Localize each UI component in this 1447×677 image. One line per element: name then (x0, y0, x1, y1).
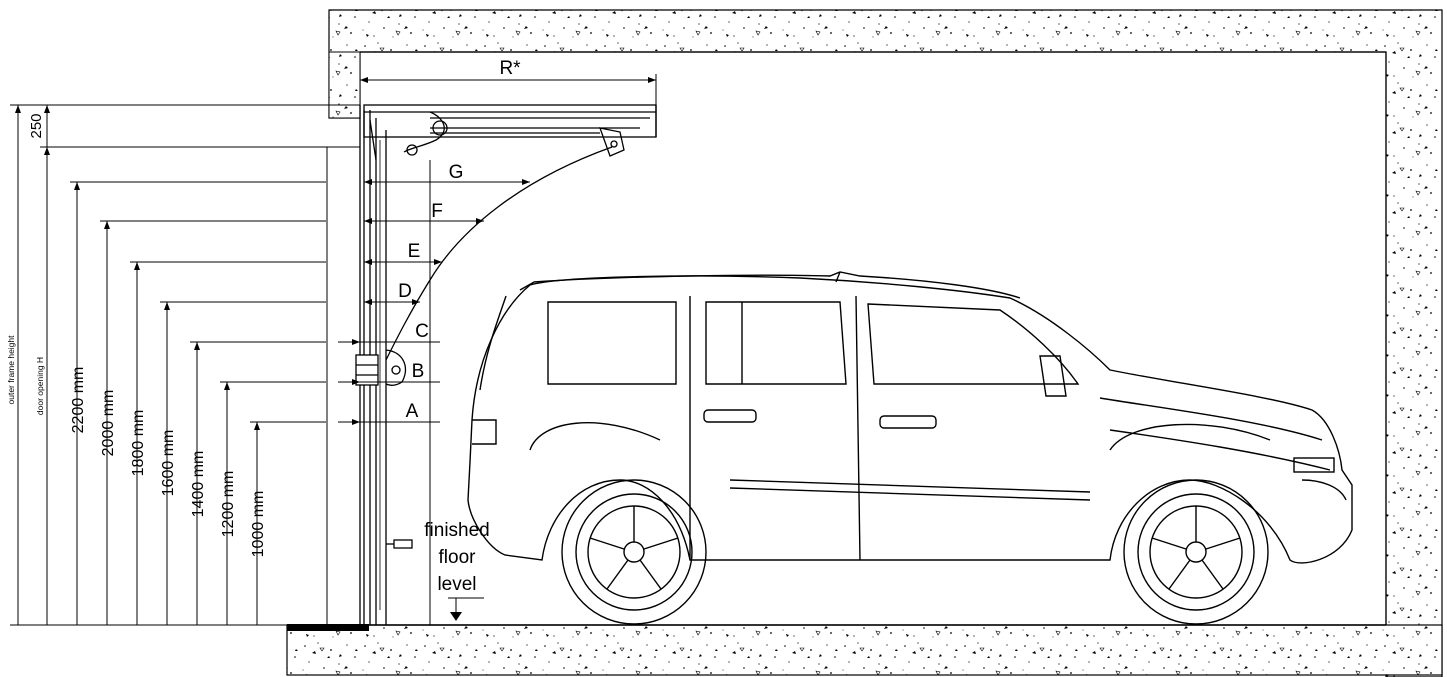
label-b: B (412, 361, 425, 382)
front-wheel (1123, 479, 1269, 625)
left-wall-stub (328, 51, 361, 119)
label-c: C (415, 321, 429, 342)
floor-slab (286, 624, 1443, 676)
floor-label-line2: floor (439, 547, 477, 568)
overhead-track (363, 104, 657, 161)
floor-level-marker (448, 597, 484, 621)
label-1000: 1000 mm (250, 491, 267, 558)
floor-label-line1: finished (424, 520, 490, 541)
label-1600: 1600 mm (160, 430, 177, 497)
label-top-gap: 250 (28, 113, 45, 138)
label-g: G (449, 162, 464, 183)
floor-label-line3: level (437, 574, 476, 595)
height-reference-lines (10, 104, 360, 626)
vertical-dimension-lines (17, 105, 258, 625)
vertical-arrowheads (15, 105, 260, 430)
label-outer-frame-height: outer frame height (6, 335, 16, 405)
ceiling-and-wall-slab (328, 9, 1443, 677)
label-2200: 2200 mm (70, 367, 87, 434)
label-door-opening: door opening H (35, 357, 45, 415)
label-a: A (406, 401, 419, 422)
rear-wheel (561, 479, 707, 625)
label-1200: 1200 mm (220, 471, 237, 538)
label-r: R* (499, 58, 521, 79)
label-1800: 1800 mm (130, 410, 147, 477)
door-sweep-curve (385, 146, 613, 361)
label-f: F (431, 201, 443, 222)
label-e: E (408, 241, 421, 262)
suv-illustration (467, 271, 1353, 564)
label-1400: 1400 mm (190, 451, 207, 518)
label-d: D (398, 281, 412, 302)
label-2000: 2000 mm (100, 390, 117, 457)
clearance-arrowheads (352, 77, 656, 425)
threshold-plate (287, 624, 369, 631)
door-frame (355, 105, 413, 625)
